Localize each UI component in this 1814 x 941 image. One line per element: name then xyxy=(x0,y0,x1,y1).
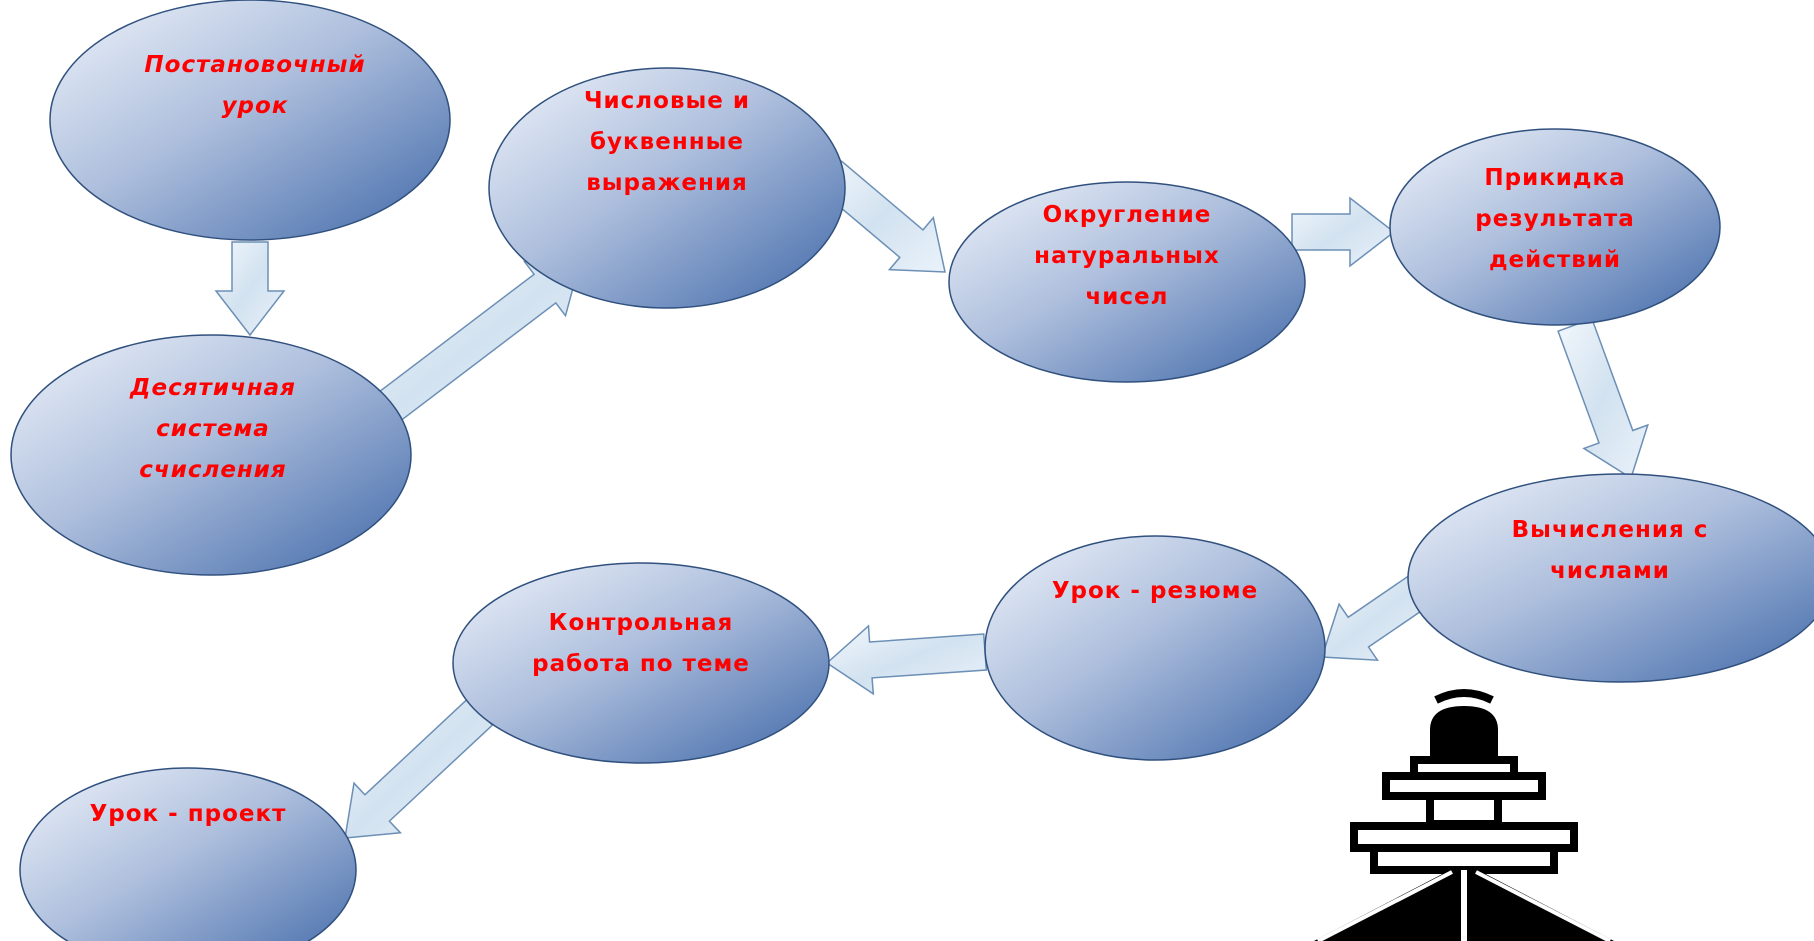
node-n3: Числовые и буквенные выражения xyxy=(488,67,846,309)
node-label-line: буквенные xyxy=(590,129,744,155)
node-label-line: Урок - проект xyxy=(90,801,287,827)
node-n7: Урок - резюме xyxy=(984,535,1326,761)
arrow-n5-to-n6 xyxy=(1557,317,1649,480)
arrow-n4-to-n5 xyxy=(1291,196,1396,268)
node-ellipse xyxy=(19,767,357,941)
node-label: Урок - резюме xyxy=(1052,578,1258,604)
node-ellipse xyxy=(1407,473,1814,683)
node-label-line: результата xyxy=(1475,206,1635,232)
node-n6: Вычисления с числами xyxy=(1407,473,1814,683)
node-label: Постановочный урок xyxy=(144,52,365,119)
node-n1: Постановочный урок xyxy=(49,0,451,241)
node-label-line: Прикидка xyxy=(1484,165,1625,191)
node-label-line: Урок - резюме xyxy=(1052,578,1258,604)
node-n2: Десятичная система счисления xyxy=(10,334,412,576)
node-label-line: Десятичная xyxy=(129,375,296,401)
node-label: Урок - проект xyxy=(90,801,287,827)
node-ellipse xyxy=(984,535,1326,761)
node-label: Контрольная работа по теме xyxy=(532,610,750,677)
node-label: Десятичная система счисления xyxy=(129,375,296,483)
node-label-line: урок xyxy=(222,93,289,119)
lighthouse-icon xyxy=(1314,689,1614,941)
node-label: Прикидка результата действий xyxy=(1475,165,1635,273)
node-n8: Контрольная работа по теме xyxy=(452,562,830,764)
node-label: Числовые и буквенные выражения xyxy=(584,88,750,196)
node-ellipse xyxy=(10,334,412,576)
node-label-line: числами xyxy=(1550,558,1670,584)
node-label-line: Контрольная xyxy=(549,610,734,636)
node-label-line: Вычисления с xyxy=(1512,517,1709,543)
node-label-line: система xyxy=(156,416,270,442)
arrow-n1-to-n2 xyxy=(214,241,286,337)
node-label-line: Постановочный xyxy=(144,52,365,78)
node-ellipse xyxy=(488,67,846,309)
node-label-line: выражения xyxy=(586,170,748,196)
arrow-n7-to-n8 xyxy=(825,624,988,696)
node-label-line: работа по теме xyxy=(532,651,750,677)
node-n9: Урок - проект xyxy=(19,767,357,941)
node-n4: Округление натуральных чисел xyxy=(948,181,1306,383)
arrows-layer xyxy=(214,160,1649,839)
arrow-n3-to-n4 xyxy=(817,160,946,273)
node-ellipse xyxy=(948,181,1306,383)
node-label: Вычисления с числами xyxy=(1512,517,1709,584)
node-label-line: Числовые и xyxy=(584,88,750,114)
node-ellipse xyxy=(1389,128,1721,326)
arrow-n8-to-n9 xyxy=(344,697,494,839)
node-n5: Прикидка результата действий xyxy=(1389,128,1721,326)
node-label-line: счисления xyxy=(139,457,286,483)
node-label: Округление натуральных чисел xyxy=(1034,202,1220,310)
node-label-line: чисел xyxy=(1086,284,1169,310)
node-label-line: действий xyxy=(1489,247,1621,273)
node-label-line: Округление xyxy=(1043,202,1212,228)
node-ellipse xyxy=(452,562,830,764)
node-ellipse xyxy=(49,0,451,241)
arrow-n2-to-n3 xyxy=(373,260,581,426)
node-label-line: натуральных xyxy=(1034,243,1220,269)
